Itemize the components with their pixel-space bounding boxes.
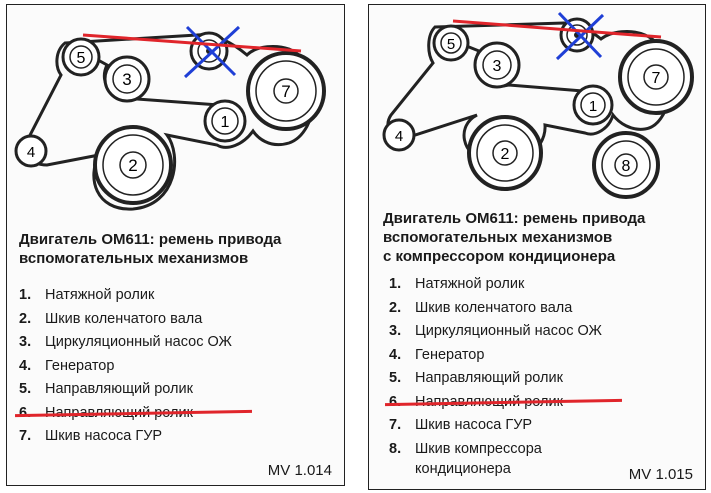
pulley-6-removed xyxy=(183,25,241,79)
legend-item: 5.Направляющий ролик xyxy=(19,381,193,397)
legend-item: 7.Шкив насоса ГУР xyxy=(19,428,163,444)
figure-code: MV 1.015 xyxy=(628,466,693,483)
pulley-4: 4 xyxy=(382,118,416,152)
legend-item-struck: 6.Направляющий ролик xyxy=(19,402,232,426)
pulley-label: 5 xyxy=(77,50,86,67)
legend-item: 1.Натяжной ролик xyxy=(19,287,155,303)
legend-item: 1.Натяжной ролик xyxy=(389,276,525,292)
pulley-3: 3 xyxy=(473,41,521,89)
pulley-2: 2 xyxy=(467,115,543,191)
legend-item: 3.Циркуляционный насос ОЖ xyxy=(389,323,602,339)
legend-item: 4.Генератор xyxy=(389,346,485,363)
pulley-5: 5 xyxy=(61,37,101,77)
pulley-label: 8 xyxy=(622,158,631,175)
diagram-title: Двигатель ОМ611: ремень привода вспомога… xyxy=(383,209,703,266)
diagram-panel-left: 5 3 4 2 1 7 xyxy=(6,4,345,486)
pulley-label: 2 xyxy=(501,146,510,163)
red-belt-route-line xyxy=(82,33,302,53)
pulley-label: 7 xyxy=(652,70,661,87)
pulley-label: 3 xyxy=(122,70,131,89)
legend-item: 2.Шкив коленчатого вала xyxy=(19,310,203,327)
title-line: Двигатель ОМ611: ремень привода xyxy=(19,231,282,248)
red-belt-route-line xyxy=(452,19,662,39)
pulley-4: 4 xyxy=(14,134,48,168)
belt-diagram-right: 5 3 4 2 1 7 xyxy=(382,11,694,199)
pulley-label: 2 xyxy=(128,156,137,175)
pulley-3: 3 xyxy=(103,55,151,103)
pulley-2: 2 xyxy=(93,125,173,205)
pulley-label: 4 xyxy=(27,144,35,161)
legend-item: 5.Направляющий ролик xyxy=(389,370,563,386)
blue-cross-mark xyxy=(183,25,241,79)
legend-list: 1.Натяжной ролик 2.Шкив коленчатого вала… xyxy=(19,284,232,449)
legend-item: 4.Генератор xyxy=(19,357,115,374)
legend-list: 1.Натяжной ролик 2.Шкив коленчатого вала… xyxy=(389,273,602,481)
legend-item: 3.Циркуляционный насос ОЖ xyxy=(19,334,232,350)
pulley-label: 7 xyxy=(281,82,290,101)
pulley-8: 8 xyxy=(592,131,660,199)
title-line: вспомогательных механизмов xyxy=(383,229,613,246)
pulley-label: 5 xyxy=(447,36,455,53)
legend-item: 7.Шкив насоса ГУР xyxy=(389,417,533,433)
pulley-1: 1 xyxy=(572,84,614,126)
pulley-7: 7 xyxy=(618,39,694,115)
legend-item-struck: 6.Направляющий ролик xyxy=(389,391,602,415)
pulley-5: 5 xyxy=(432,24,470,62)
title-line: вспомогательных механизмов xyxy=(19,250,249,267)
blue-cross-mark xyxy=(555,13,605,61)
diagram-panel-right: 5 3 4 2 1 7 xyxy=(368,4,706,490)
pulley-label: 1 xyxy=(589,98,597,115)
figure-code: MV 1.014 xyxy=(267,462,332,479)
title-line: с компрессором кондиционера xyxy=(383,248,616,265)
pulley-1: 1 xyxy=(203,99,247,143)
legend-item: 2.Шкив коленчатого вала xyxy=(389,299,573,316)
pulley-6-removed xyxy=(555,11,605,61)
title-line: Двигатель ОМ611: ремень привода xyxy=(383,210,646,227)
belt-diagram-left: 5 3 4 2 1 7 xyxy=(14,25,326,211)
diagram-title: Двигатель ОМ611: ремень привода вспомога… xyxy=(19,230,339,268)
pulley-label: 1 xyxy=(221,114,230,131)
pulley-label: 3 xyxy=(493,58,502,75)
pulley-label: 4 xyxy=(395,128,403,145)
pulley-7: 7 xyxy=(246,51,326,131)
